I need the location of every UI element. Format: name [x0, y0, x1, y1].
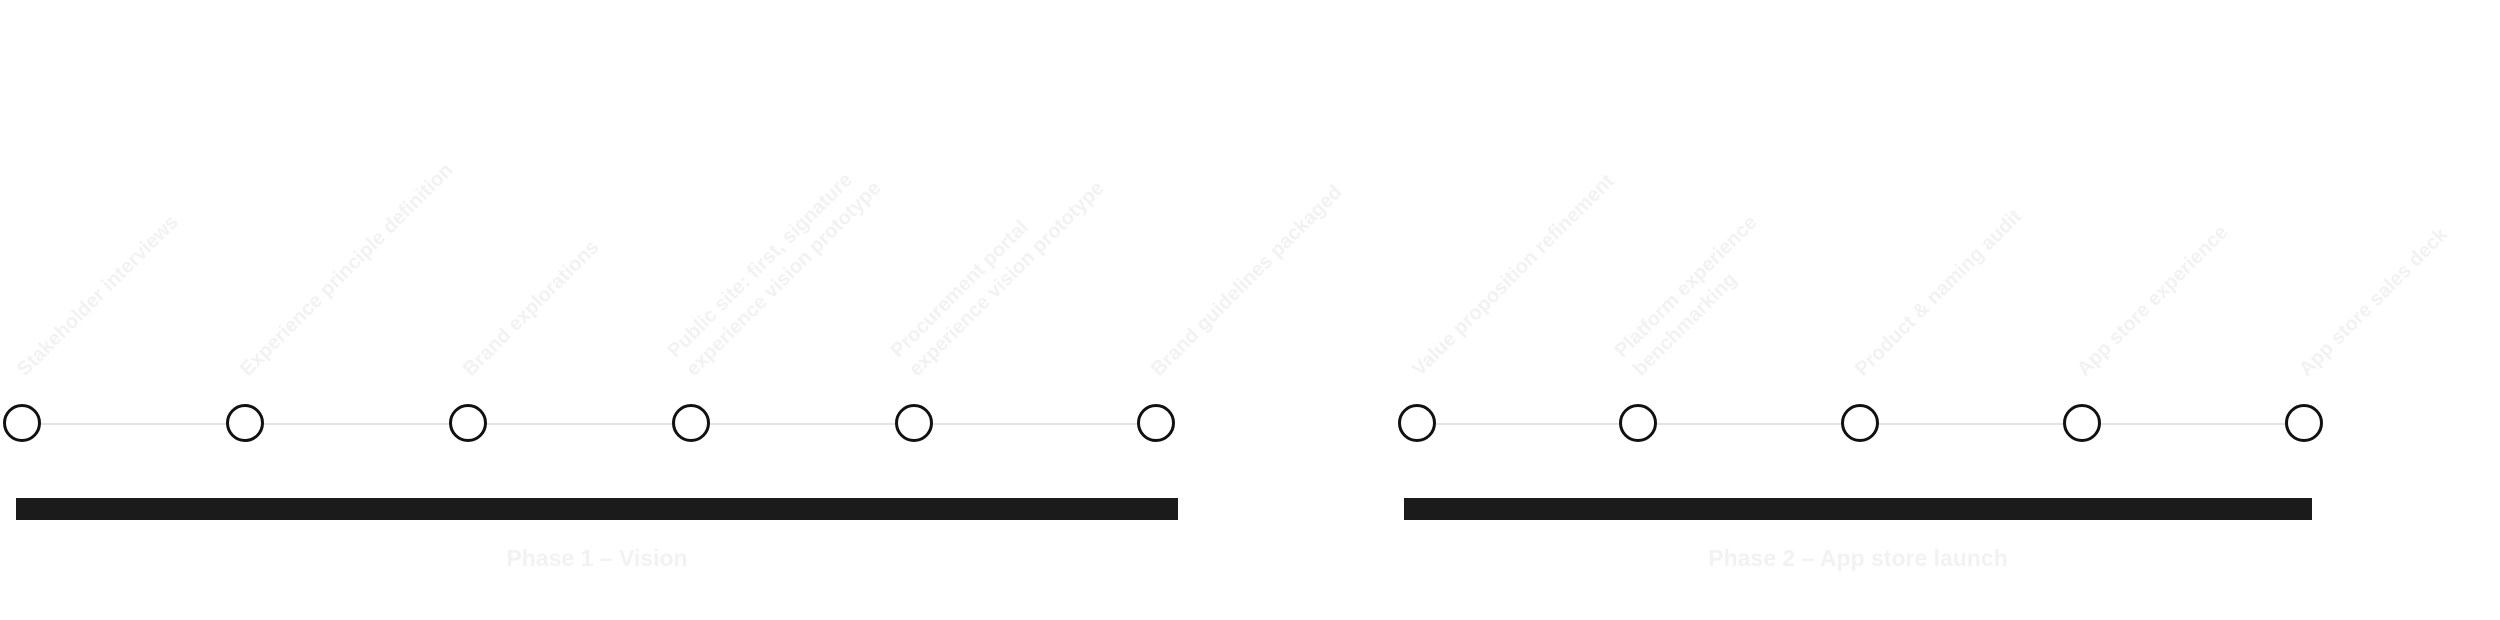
phase-bar	[16, 498, 1178, 520]
timeline-connector	[22, 423, 1156, 425]
milestone-label: Experience principle definition	[236, 159, 458, 381]
milestone-marker	[1137, 404, 1175, 442]
milestone-label: Public site: first, signature experience…	[663, 169, 886, 381]
phase-title: Phase 2 – App store launch	[1708, 545, 2008, 571]
milestone-label: Platform experience benchmarking	[1610, 211, 1762, 381]
milestone-label: Value proposition refinement	[1408, 170, 1619, 381]
milestone-label: Stakeholder interviews	[13, 210, 183, 381]
milestone-marker	[3, 404, 41, 442]
milestone-marker	[449, 404, 487, 442]
milestone-label: App store experience	[2073, 221, 2233, 381]
milestone-marker	[226, 404, 264, 442]
milestone-marker	[1841, 404, 1879, 442]
phase-title: Phase 1 – Vision	[506, 545, 688, 571]
timeline-phase-1: Stakeholder interviews Experience princip…	[0, 0, 1346, 620]
milestone-label: Brand guidelines packaged	[1147, 181, 1347, 381]
milestone-marker	[2063, 404, 2101, 442]
milestone-marker	[895, 404, 933, 442]
milestone-label: Procurement portal experience vision pro…	[886, 177, 1109, 381]
milestone-label: App store sales deck	[2295, 223, 2453, 381]
milestone-marker	[1398, 404, 1436, 442]
phase-bar	[1404, 498, 2312, 520]
milestone-marker	[2285, 404, 2323, 442]
milestone-label: Product & naming audit	[1851, 205, 2027, 381]
milestone-marker	[1619, 404, 1657, 442]
milestone-label: Brand explorations	[459, 236, 604, 381]
milestone-marker	[672, 404, 710, 442]
